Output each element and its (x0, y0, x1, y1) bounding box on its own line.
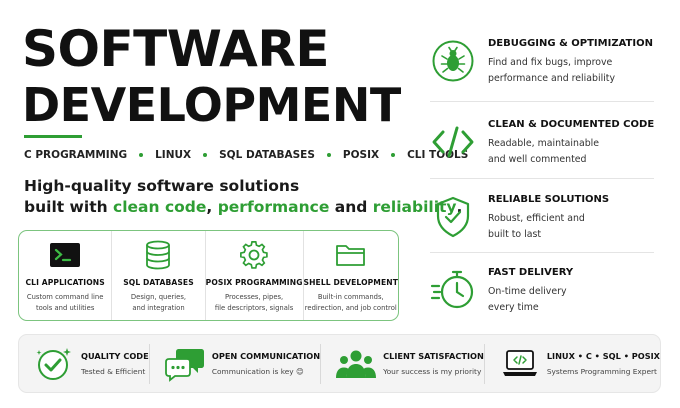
highlight-tech-stack: LINUX • C • SQL • POSIX Systems Programm… (485, 344, 660, 384)
highlight-sub: Your success is my priority (383, 367, 482, 376)
feature-title: RELIABLE SOLUTIONS (488, 194, 610, 205)
feature-divider (430, 252, 654, 253)
tech-tags: C PROGRAMMING LINUX SQL DATABASES POSIX … (24, 149, 468, 161)
service-title: CLI APPLICATIONS (25, 278, 105, 287)
feature-desc: Robust, efficient and built to last (488, 213, 585, 240)
feature-fast-delivery: FAST DELIVERY On-time delivery every tim… (430, 267, 652, 345)
tag-c-programming: C PROGRAMMING (24, 149, 128, 161)
service-desc: Processes, pipes, file descriptors, sign… (214, 293, 294, 312)
feature-desc: Readable, maintainable and well commente… (488, 138, 600, 165)
tagline-highlight-clean-code: clean code (113, 198, 207, 216)
highlight-sub: Systems Programming Expert (546, 367, 657, 376)
highlight-client-satisfaction: CLIENT SATISFACTION Your success is my p… (321, 343, 485, 384)
bug-icon (430, 38, 476, 84)
feature-title: FAST DELIVERY (488, 267, 574, 278)
service-sql-databases: SQL DATABASES Design, queries, and integ… (112, 231, 206, 320)
gear-icon (237, 240, 271, 270)
tag-separator-dot (139, 153, 144, 157)
tagline-end: . (456, 198, 463, 216)
tagline-prefix: built with (24, 198, 114, 216)
tag-cli-tools: CLI TOOLS (407, 149, 469, 161)
shield-check-icon (430, 194, 476, 240)
feature-reliable: RELIABLE SOLUTIONS Robust, efficient and… (430, 194, 652, 272)
tag-posix: POSIX (342, 149, 380, 161)
service-title: SHELL DEVELOPMENT (303, 278, 398, 287)
feature-divider (430, 178, 654, 179)
terminal-icon (48, 240, 82, 270)
tagline-highlight-reliability: reliability (372, 198, 457, 216)
highlight-title: OPEN COMMUNICATION (211, 351, 321, 361)
tag-separator-dot (326, 153, 331, 157)
highlight-sub: Tested & Efficient (81, 367, 146, 376)
highlight-open-communication: OPEN COMMUNICATION Communication is key … (150, 343, 322, 384)
service-title: POSIX PROGRAMMING (205, 278, 303, 287)
tagline-sep: , (206, 198, 218, 216)
folder-icon (334, 240, 368, 270)
tagline: High-quality software solutions built wi… (24, 176, 462, 218)
tag-linux: LINUX (155, 149, 192, 161)
tagline-highlight-performance: performance (217, 198, 330, 216)
tagline-line2: built with clean code, performance and r… (24, 197, 462, 218)
feature-debugging: DEBUGGING & OPTIMIZATION Find and fix bu… (430, 38, 653, 116)
service-desc: Custom command line tools and utilities (26, 293, 104, 312)
service-title: SQL DATABASES (123, 278, 194, 287)
service-shell-development: SHELL DEVELOPMENT Built-in commands, red… (304, 231, 398, 320)
highlight-title: LINUX • C • SQL • POSIX (546, 351, 660, 361)
page-title-line2: DEVELOPMENT (22, 78, 401, 132)
feature-title: CLEAN & DOCUMENTED CODE (488, 119, 655, 130)
people-icon (335, 344, 377, 384)
highlight-quality-code: QUALITY CODE Tested & Efficient (19, 343, 150, 384)
tag-separator-dot (391, 153, 396, 157)
check-badge-icon (33, 344, 75, 384)
feature-desc: Find and fix bugs, improve performance a… (488, 57, 615, 84)
database-icon (141, 240, 175, 270)
highlight-sub: Communication is key 😊 (211, 367, 304, 376)
bottom-highlights-bar: QUALITY CODE Tested & Efficient OPEN COM… (18, 334, 661, 393)
services-panel: CLI APPLICATIONS Custom command line too… (18, 230, 399, 321)
page-title-line1: SOFTWARE (22, 20, 330, 78)
stopwatch-icon (430, 267, 476, 313)
service-desc: Design, queries, and integration (130, 293, 187, 312)
feature-desc: On-time delivery every time (488, 286, 567, 313)
laptop-code-icon (499, 344, 541, 384)
tag-separator-dot (203, 153, 208, 157)
tagline-line1: High-quality software solutions (24, 177, 300, 195)
title-underline (24, 135, 82, 138)
service-posix-programming: POSIX PROGRAMMING Processes, pipes, file… (206, 231, 304, 320)
code-icon (430, 119, 476, 165)
tag-sql-databases: SQL DATABASES (219, 149, 315, 161)
highlight-title: CLIENT SATISFACTION (383, 351, 484, 361)
tagline-sep: and (329, 198, 373, 216)
feature-clean-code: CLEAN & DOCUMENTED CODE Readable, mainta… (430, 119, 655, 197)
highlight-title: QUALITY CODE (81, 351, 149, 361)
feature-title: DEBUGGING & OPTIMIZATION (488, 38, 653, 49)
chat-icon (164, 344, 206, 384)
service-cli-applications: CLI APPLICATIONS Custom command line too… (19, 231, 113, 320)
service-desc: Built-in commands, redirection, and job … (304, 293, 397, 312)
feature-divider (430, 101, 654, 102)
